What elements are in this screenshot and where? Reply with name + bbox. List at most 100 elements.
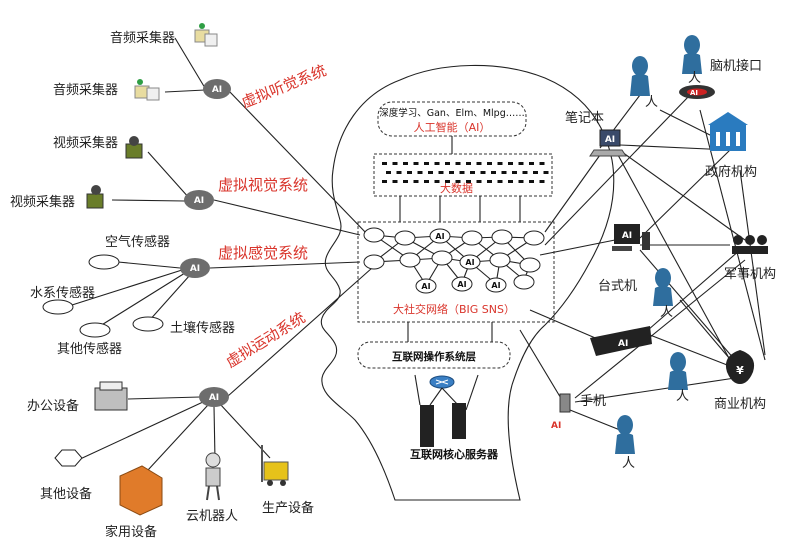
audio-collector-1: 音频采集器 <box>110 23 218 47</box>
sns-label: 大社交网络（BIG SNS） <box>393 302 515 316</box>
svg-text:军事机构: 军事机构 <box>724 267 776 282</box>
forklift-icon <box>263 461 289 481</box>
data-dot <box>476 162 482 165</box>
audio-collector-label-2: 音频采集器 <box>53 82 118 98</box>
ai-node-vision: AI <box>184 190 214 210</box>
person-3: 人 <box>653 268 673 320</box>
ai-node-motion: AI <box>199 387 229 407</box>
svg-text:人: 人 <box>645 95 658 110</box>
sensor-icon <box>88 254 120 270</box>
svg-text:其他传感器: 其他传感器 <box>57 341 122 357</box>
water-sensor: 水系传感器 <box>30 285 95 315</box>
ai-node-hearing: AI <box>203 79 231 99</box>
data-dot <box>413 162 419 165</box>
svg-text:其他设备: 其他设备 <box>40 486 92 502</box>
phone: 手机 AI <box>551 393 606 431</box>
video-collector-label-2: 视频采集器 <box>10 194 75 210</box>
svg-text:人: 人 <box>676 389 689 404</box>
svg-text:办公设备: 办公设备 <box>27 398 79 414</box>
data-dot <box>455 180 461 183</box>
data-dot <box>533 171 538 174</box>
data-dot <box>459 171 465 174</box>
os-layer-box <box>357 341 511 369</box>
video-collector-label-1: 视频采集器 <box>53 135 118 151</box>
camera-icon <box>125 143 143 159</box>
svg-text:AI: AI <box>622 231 632 241</box>
data-dot <box>424 180 429 183</box>
notebook: 笔记本 AI <box>565 110 627 157</box>
data-dot <box>466 162 471 165</box>
data-dot <box>424 162 429 165</box>
data-dot <box>522 171 528 174</box>
svg-text:AI: AI <box>190 264 200 274</box>
data-dot <box>470 171 475 174</box>
svg-text:AI: AI <box>690 89 698 97</box>
data-dot <box>512 171 517 174</box>
svg-text:人: 人 <box>660 305 673 320</box>
right-connection-lines <box>519 94 766 431</box>
person-2: 人 <box>682 35 702 86</box>
svg-text:生产设备: 生产设备 <box>262 500 314 516</box>
desktop: AI 台式机 <box>598 224 650 294</box>
government: 政府机构 <box>705 112 757 180</box>
svg-text:AI: AI <box>457 280 466 289</box>
data-dot <box>396 171 402 174</box>
svg-text:笔记本: 笔记本 <box>565 110 604 126</box>
data-dot <box>480 171 486 174</box>
svg-text:AI: AI <box>491 281 500 290</box>
data-dot <box>445 180 450 183</box>
sensation-system-label: 虚拟感觉系统 <box>218 244 308 262</box>
audio-collector-label-1: 音频采集器 <box>110 30 175 46</box>
data-dot <box>428 171 433 174</box>
svg-text:政府机构: 政府机构 <box>705 165 757 180</box>
data-dot <box>403 180 408 183</box>
svg-text:脑机接口: 脑机接口 <box>710 58 762 74</box>
data-dot <box>382 162 387 165</box>
vr-glasses: AI <box>590 326 652 356</box>
hearing-system-label: 虚拟听觉系统 <box>239 61 329 111</box>
data-dot <box>386 171 391 174</box>
data-dot <box>392 162 398 165</box>
big-data-label: 大数据 <box>440 181 473 195</box>
cloud-robot: 云机器人 <box>186 452 238 524</box>
svg-text:AI: AI <box>212 85 222 95</box>
data-dot <box>455 162 461 165</box>
os-layer-label: 互联网操作系统层 <box>392 350 476 363</box>
svg-text:AI: AI <box>421 282 430 291</box>
person-1: 人 <box>630 56 658 110</box>
person-icon <box>684 35 700 55</box>
big-data-dots <box>382 162 549 183</box>
svg-text:台式机: 台式机 <box>598 279 637 294</box>
person-5: 人 <box>615 415 635 471</box>
vision-system-label: 虚拟视觉系统 <box>218 176 308 194</box>
data-dot <box>487 180 492 183</box>
soldier-icon <box>733 235 743 245</box>
video-collector-1: 视频采集器 <box>53 135 143 159</box>
military: 军事机构 <box>724 235 776 282</box>
data-dot <box>438 171 444 174</box>
box-icon <box>119 465 163 516</box>
vr-glasses-icon <box>590 326 652 356</box>
data-dot <box>529 162 534 165</box>
ai-box <box>377 101 527 137</box>
person-4: 人 <box>668 352 689 404</box>
data-dot <box>539 162 545 165</box>
production-equipment: 生产设备 <box>261 445 314 516</box>
data-dot <box>466 180 471 183</box>
data-dot <box>476 180 482 183</box>
head-outline <box>320 64 615 501</box>
data-dot <box>392 180 398 183</box>
svg-text:AI: AI <box>605 135 615 145</box>
sns-box <box>357 221 555 323</box>
ai-node-sensation: AI <box>180 258 210 278</box>
soil-sensor: 土壤传感器 <box>132 316 235 336</box>
data-dot <box>508 180 513 183</box>
data-dot <box>501 171 507 174</box>
video-collector-2: 视频采集器 <box>10 185 104 210</box>
sensor-icon <box>79 322 111 338</box>
data-dot <box>382 180 387 183</box>
svg-text:AI: AI <box>194 196 204 206</box>
server-icon-2 <box>452 403 466 439</box>
router-icon <box>429 375 455 389</box>
